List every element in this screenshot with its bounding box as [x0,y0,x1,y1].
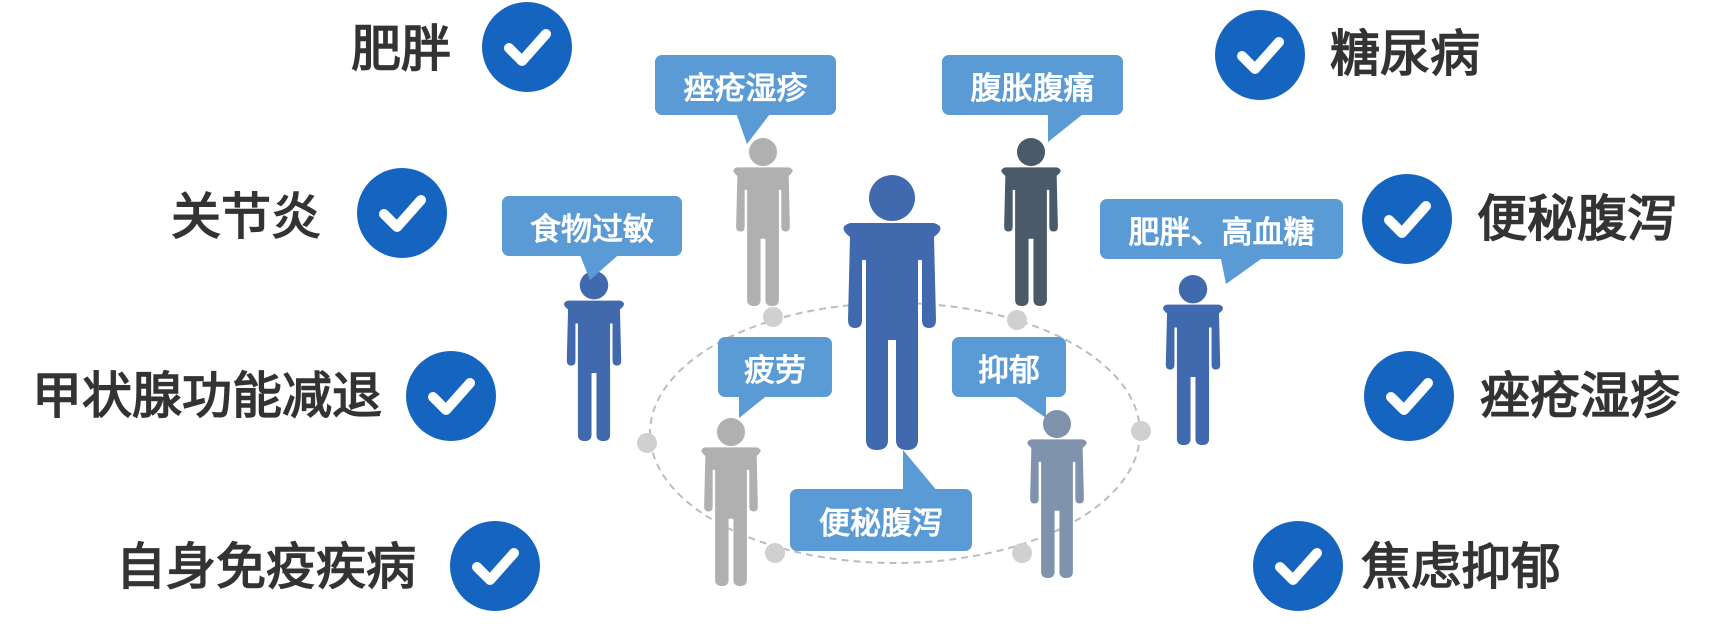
bubble-tail [1048,110,1088,142]
condition-label-hypothyroidism: 甲状腺功能减退 [32,367,382,425]
node-dot [1131,421,1151,441]
bubble-obesity-sugar: 肥胖、高血糖 [1100,199,1343,259]
bubble-food-allergy: 食物过敏 [502,196,682,256]
condition-label-obesity: 肥胖 [351,20,451,78]
node-dot [1007,310,1027,330]
check-icon [1362,174,1452,264]
bubble-constipation: 便秘腹泻 [790,489,972,551]
condition-label-acne: 痤疮湿疹 [1480,367,1680,425]
condition-label-constipation: 便秘腹泻 [1477,190,1677,248]
bubble-bloating: 腹胀腹痛 [942,55,1123,115]
node-dot [637,433,657,453]
person-figure-dark [1001,138,1061,306]
bubble-fatigue: 疲劳 [718,337,832,397]
person-figure-slate [1027,410,1087,578]
bubble-acne: 痤疮湿疹 [655,55,836,115]
check-icon [406,351,496,441]
condition-label-arthritis: 关节炎 [171,188,321,246]
bubble-tail [903,450,943,498]
person-figure-gray-bottom [701,418,761,586]
check-icon [357,168,447,258]
check-icon [1364,351,1454,441]
node-dot [765,543,785,563]
person-figure-blue-right [1163,275,1223,445]
bubble-tail [735,110,773,144]
check-icon [482,2,572,92]
condition-label-anxiety: 焦虑抑郁 [1361,538,1561,596]
person-figure-blue-left [564,271,624,441]
condition-label-diabetes: 糖尿病 [1330,25,1480,83]
node-dot [1012,543,1032,563]
bubble-tail [1012,394,1046,418]
condition-label-autoimmune: 自身免疫疾病 [116,538,416,596]
node-dot [763,307,783,327]
bubble-tail [1220,254,1268,284]
check-icon [1215,10,1305,100]
check-icon [450,521,540,611]
bubble-tail [739,394,769,418]
check-icon [1253,521,1343,611]
person-figure-gray-top [733,138,793,306]
bubble-tail [578,250,624,280]
bubble-depression: 抑郁 [952,337,1066,397]
person-figure-center [843,175,941,450]
